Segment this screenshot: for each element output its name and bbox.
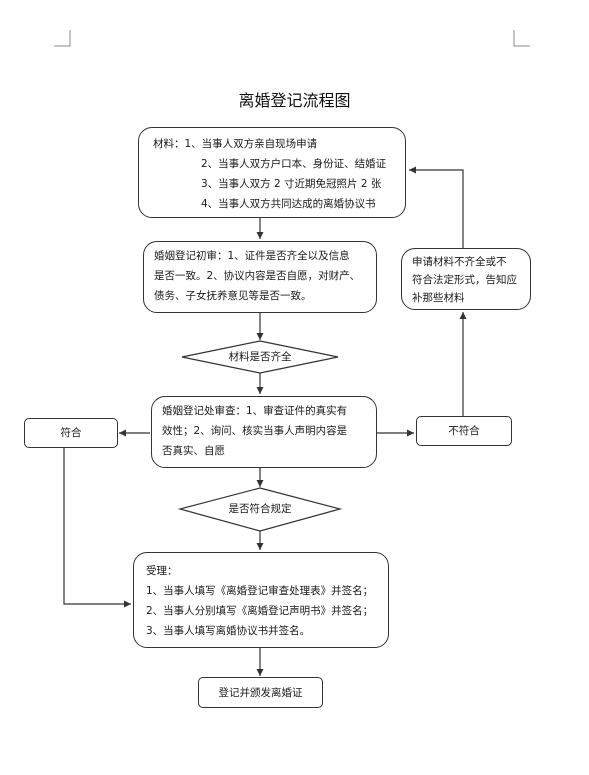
materials-line-1: 材料：1、当事人双方亲自现场申请: [153, 138, 318, 150]
arrow-notice-to-materials: [409, 166, 464, 248]
not-conforms-label: 不符合: [448, 425, 480, 437]
page-title: 离婚登记流程图: [238, 91, 351, 110]
materials-line-3: 3、当事人双方 2 寸近期免冠照片 2 张: [201, 178, 382, 190]
page-corner-marks: [54, 30, 530, 47]
materials-line-2: 2、当事人双方户口本、身份证、结婚证: [201, 158, 387, 170]
incomplete-notice-line-1: 申请材料不齐全或不: [412, 256, 507, 268]
initial-review-box: 婚姻登记初审：1、证件是否齐全以及信息 是否一致。2、协议内容是否自愿，对财产、…: [143, 241, 377, 313]
decision-compliance-label: 是否符合规定: [228, 503, 292, 515]
office-review-line-1: 婚姻登记处审查：1、审查证件的真实有: [162, 405, 348, 417]
incomplete-notice-line-2: 符合法定形式，告知应: [412, 274, 517, 286]
office-review-box: 婚姻登记处审查：1、审查证件的真实有 效性；2、询问、核实当事人声明内容是 否真…: [151, 396, 377, 468]
acceptance-line-1: 受理：: [146, 565, 178, 577]
issue-certificate-label: 登记并颁发离婚证: [218, 686, 303, 699]
initial-review-line-1: 婚姻登记初审：1、证件是否齐全以及信息: [154, 250, 350, 262]
acceptance-line-4: 3、当事人填写离婚协议书并签名。: [146, 625, 311, 637]
materials-box: 材料：1、当事人双方亲自现场申请 2、当事人双方户口本、身份证、结婚证 3、当事…: [138, 127, 406, 218]
initial-review-line-2: 是否一致。2、协议内容是否自愿，对财产、: [154, 270, 361, 282]
issue-certificate-box: 登记并颁发离婚证: [198, 677, 323, 708]
acceptance-line-3: 2、当事人分别填写《离婚登记声明书》并签名；: [146, 605, 374, 617]
conforms-box: 符合: [24, 418, 118, 448]
acceptance-box: 受理： 1、当事人填写《离婚登记审查处理表》并签名； 2、当事人分别填写《离婚登…: [133, 552, 389, 648]
incomplete-notice-box: 申请材料不齐全或不 符合法定形式，告知应 补那些材料: [401, 248, 531, 310]
office-review-line-2: 效性；2、询问、核实当事人声明内容是: [162, 425, 348, 437]
initial-review-line-3: 债务、子女抚养意见等是否一致。: [154, 290, 312, 302]
incomplete-notice-line-3: 补那些材料: [412, 292, 465, 304]
arrow-conforms-to-acceptance: [63, 448, 131, 608]
materials-line-4: 4、当事人双方共同达成的离婚协议书: [201, 198, 376, 210]
decision-materials-label: 材料是否齐全: [228, 351, 292, 363]
conforms-label: 符合: [60, 427, 82, 439]
acceptance-line-2: 1、当事人填写《离婚登记审查处理表》并签名；: [146, 585, 374, 597]
office-review-line-3: 否真实、自愿: [162, 445, 225, 457]
not-conforms-box: 不符合: [416, 416, 512, 446]
